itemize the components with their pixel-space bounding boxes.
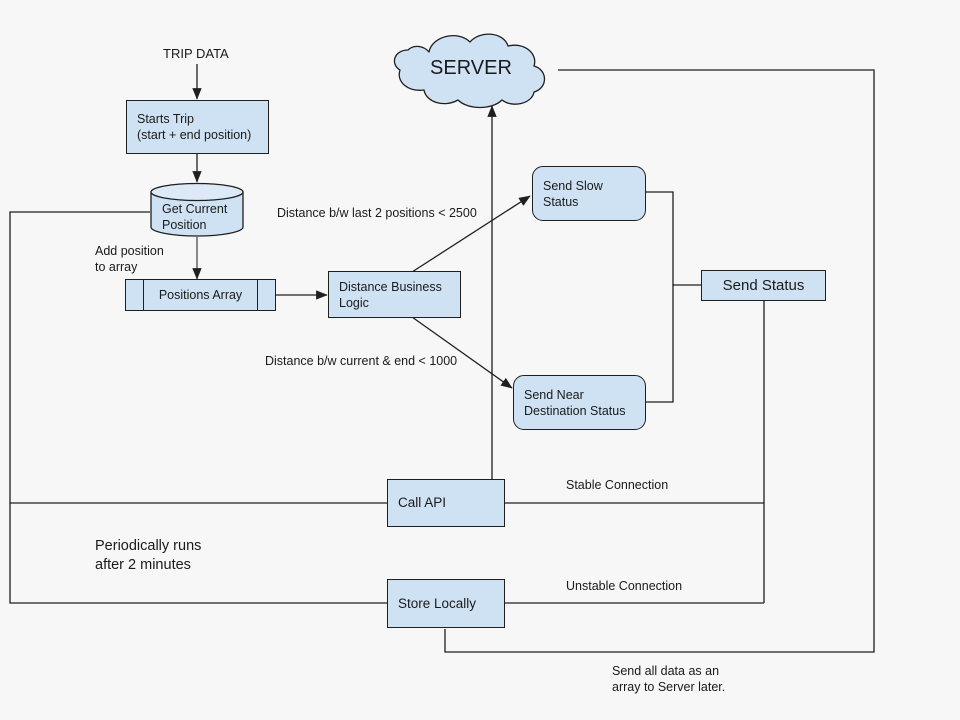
node-server-label: SERVER [430, 56, 512, 79]
node-store-locally[interactable]: Store Locally [387, 579, 505, 628]
node-get-current-position[interactable]: Get Current Position [150, 182, 244, 237]
positions-array-divider-right [257, 280, 258, 310]
label-periodically-runs: Periodically runs after 2 minutes [95, 538, 202, 573]
label-distance-current-end: Distance b/w current & end < 1000 [265, 354, 458, 368]
label-unstable-connection: Unstable Connection [566, 579, 683, 593]
cloud-icon [393, 33, 546, 109]
node-distance-business-logic[interactable]: Distance Business Logic [328, 271, 461, 318]
edge-left-loop-to-call-api [9, 211, 387, 504]
positions-array-divider-left [143, 280, 144, 310]
edge-send-near-destination-to-send-status [646, 285, 674, 403]
node-positions-array-label: Positions Array [158, 288, 243, 302]
label-add-position-to-array: Add position to array [95, 244, 164, 275]
node-send-near-destination-status[interactable]: Send Near Destination Status [513, 375, 646, 430]
label-send-all-data: Send all data as an array to Server late… [612, 664, 726, 695]
node-starts-trip[interactable]: Starts Trip (start + end position) [126, 100, 269, 154]
node-send-status[interactable]: Send Status [701, 270, 826, 301]
node-positions-array[interactable]: Positions Array [125, 279, 276, 311]
node-send-slow-status[interactable]: Send Slow Status [532, 166, 646, 221]
edge-send-slow-status-to-send-status [646, 191, 701, 286]
edge-distance-logic-to-send-near-destination [411, 316, 513, 389]
node-server[interactable]: SERVER [382, 26, 560, 110]
node-get-current-position-label: Get Current Position [162, 202, 228, 232]
label-trip-data: TRIP DATA [163, 46, 229, 61]
cylinder-icon [150, 182, 244, 237]
label-distance-last-two-positions: Distance b/w last 2 positions < 2500 [277, 206, 477, 220]
node-call-api[interactable]: Call API [387, 479, 505, 527]
edge-left-loop-to-store-locally [9, 503, 387, 604]
label-stable-connection: Stable Connection [566, 478, 669, 492]
edge-distance-logic-to-send-slow-status [411, 195, 531, 273]
edge-server-to-store-locally-return [444, 69, 875, 653]
